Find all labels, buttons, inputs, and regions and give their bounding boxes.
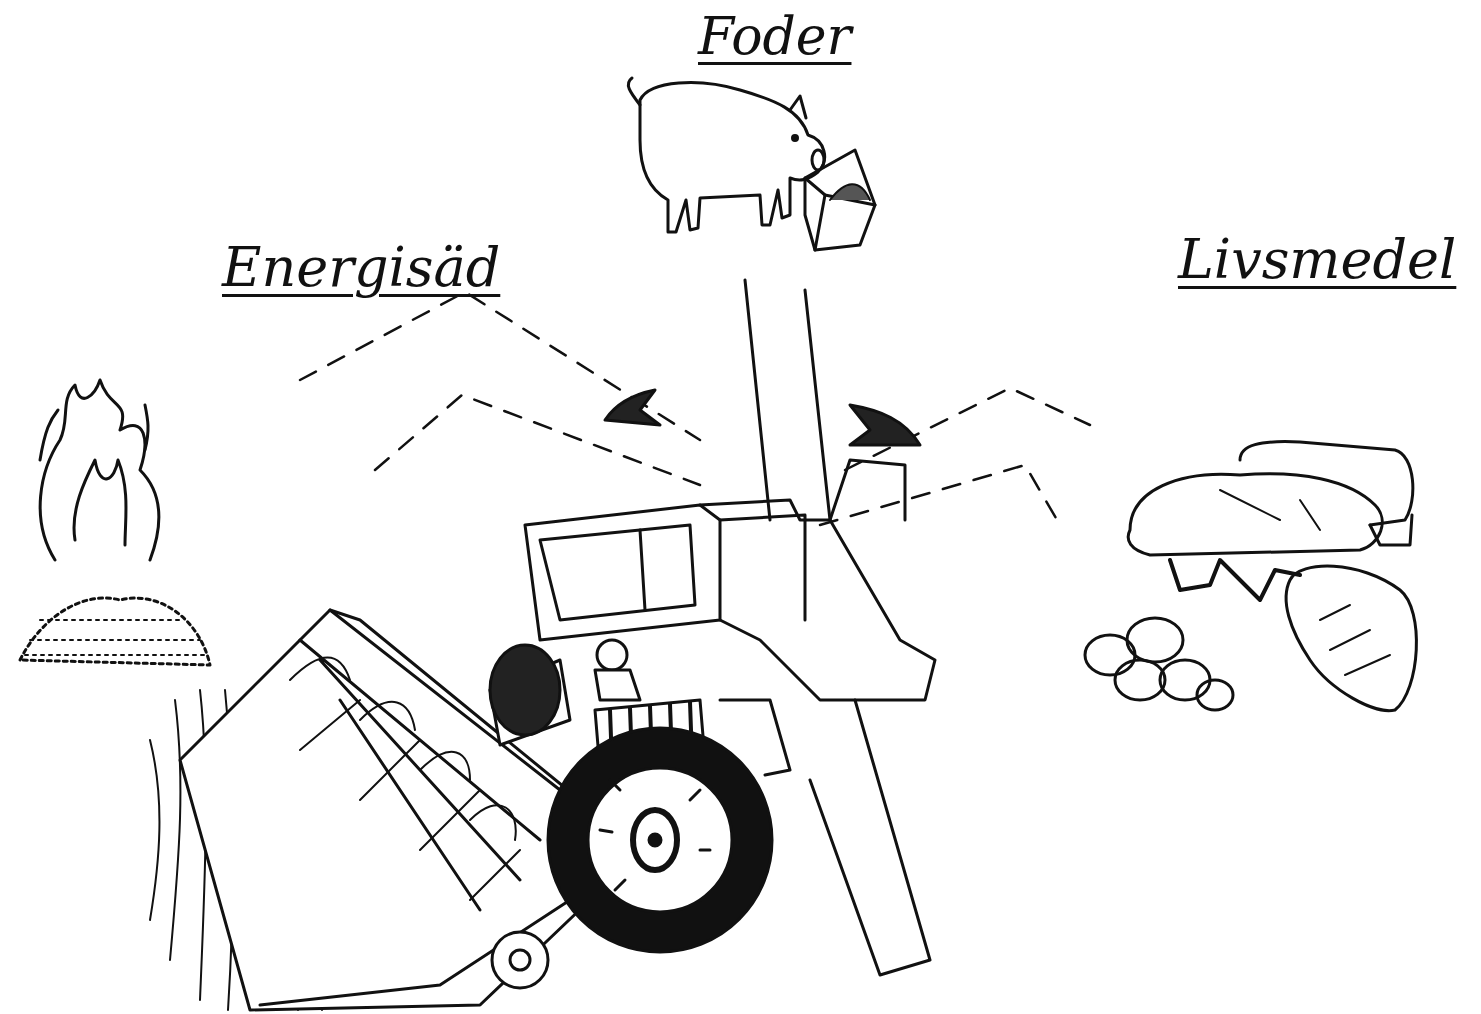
- bread-icon: [1085, 442, 1416, 711]
- feed-line: [745, 280, 770, 520]
- category-label: Energisäd: [222, 238, 500, 297]
- fire-icon: [20, 380, 210, 665]
- combine-harvester: [180, 460, 935, 1010]
- direction-arrow: [850, 405, 920, 445]
- feed-trough: [805, 150, 875, 250]
- direction-arrow: [605, 390, 660, 425]
- feed-line: [805, 290, 830, 520]
- category-label: Foder: [698, 8, 851, 65]
- pig-icon: [628, 78, 824, 232]
- category-label: Livsmedel: [1178, 230, 1456, 289]
- dashed-arc: [300, 292, 1090, 525]
